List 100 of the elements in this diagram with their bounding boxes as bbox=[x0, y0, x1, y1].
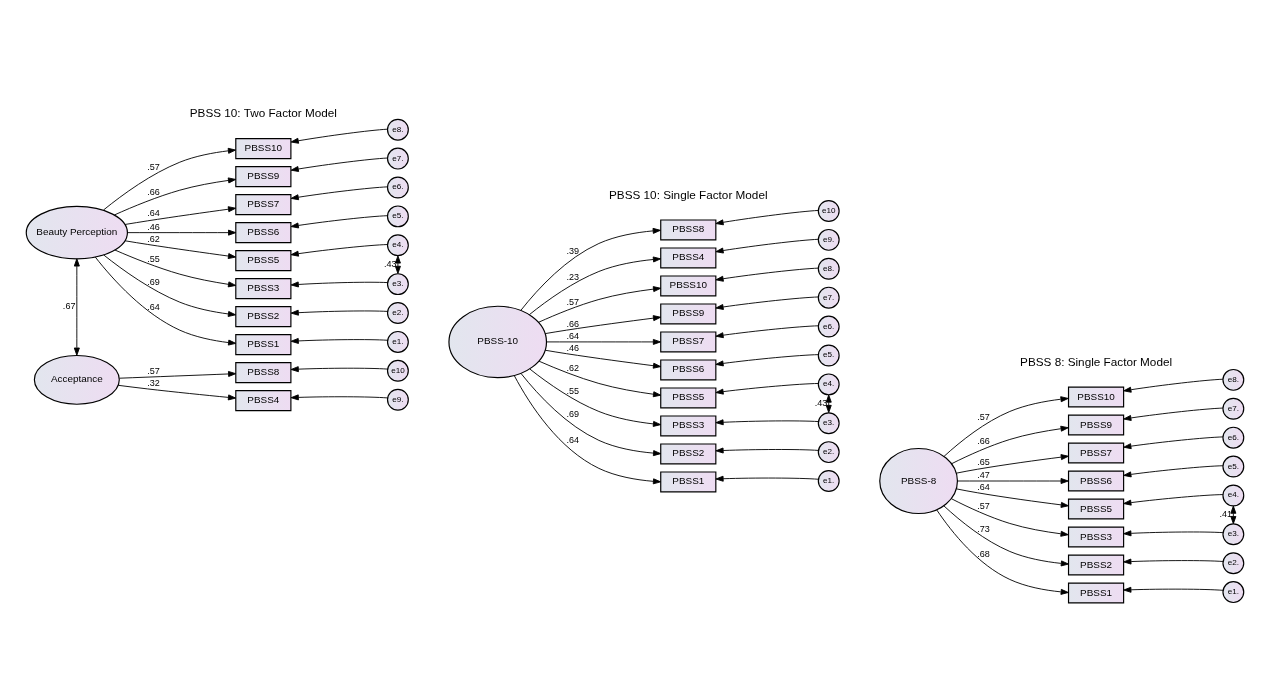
node-circle: e3. bbox=[817, 411, 840, 434]
node-box: PBSS6 bbox=[1067, 470, 1125, 492]
arrow bbox=[715, 418, 819, 425]
arrow bbox=[290, 281, 388, 287]
node-circle: e6. bbox=[1222, 426, 1245, 449]
edge-label: .57 bbox=[977, 411, 990, 422]
arrow bbox=[290, 128, 388, 144]
node-box: PBSS3 bbox=[660, 414, 717, 436]
edge-label: .57 bbox=[566, 296, 579, 307]
label: PBSS 10: Single Factor Model bbox=[609, 187, 768, 201]
node-box: PBSS6 bbox=[235, 221, 292, 243]
arrow bbox=[936, 508, 1069, 595]
node-box: PBSS7 bbox=[660, 330, 717, 352]
arrow bbox=[94, 256, 237, 346]
label: PBSS 10: Two Factor Model bbox=[189, 105, 337, 119]
node-box: PBSS5 bbox=[1067, 498, 1125, 520]
edge-label: .55 bbox=[147, 253, 160, 264]
node-circle: e8. bbox=[1222, 368, 1245, 391]
node-circle: e1. bbox=[386, 330, 409, 353]
node-box: PBSS3 bbox=[235, 277, 292, 299]
node-box: PBSS2 bbox=[1067, 554, 1125, 576]
node-box: PBSS5 bbox=[235, 249, 292, 271]
node-circle: e10 bbox=[386, 359, 409, 382]
arrow bbox=[118, 370, 237, 379]
edge-label: .66 bbox=[566, 318, 579, 329]
node-circle: e9. bbox=[817, 228, 840, 251]
edge-label: .64 bbox=[977, 481, 990, 492]
edge-label: .46 bbox=[147, 221, 160, 232]
arrow bbox=[715, 447, 819, 453]
node-circle: e9. bbox=[386, 388, 409, 411]
arrow bbox=[103, 253, 237, 317]
arrow bbox=[290, 185, 388, 200]
edge-label: .41 bbox=[1219, 508, 1232, 519]
arrow bbox=[715, 267, 819, 282]
arrow bbox=[1123, 435, 1224, 449]
node-box: PBSS5 bbox=[660, 386, 717, 408]
edge-label: .67 bbox=[62, 300, 76, 311]
arrow bbox=[290, 309, 388, 316]
node-ellipse: PBSS-8 bbox=[879, 447, 958, 514]
edge-label: .73 bbox=[977, 523, 990, 534]
edge-label: .39 bbox=[566, 245, 579, 256]
arrow bbox=[715, 324, 819, 338]
arrow bbox=[951, 497, 1069, 537]
node-ellipse: Acceptance bbox=[33, 354, 120, 405]
arrow bbox=[1123, 529, 1224, 536]
edge-label: .57 bbox=[147, 365, 160, 376]
arrow bbox=[538, 285, 662, 323]
arrow bbox=[290, 365, 388, 372]
arrow bbox=[544, 314, 662, 334]
arrow bbox=[103, 147, 237, 210]
arrow bbox=[957, 477, 1069, 484]
arrow bbox=[290, 214, 388, 228]
node-box: PBSS4 bbox=[660, 246, 717, 268]
arrow bbox=[290, 337, 388, 344]
edge-label: .57 bbox=[147, 161, 160, 172]
arrow bbox=[538, 360, 662, 397]
node-circle: e7. bbox=[817, 286, 840, 309]
arrow bbox=[1123, 558, 1224, 565]
node-circle: e6. bbox=[817, 315, 840, 338]
node-circle: e2. bbox=[1222, 551, 1245, 574]
node-circle: e1. bbox=[1222, 580, 1245, 603]
arrow bbox=[715, 296, 819, 310]
arrow bbox=[951, 425, 1069, 464]
node-circle: e6. bbox=[386, 176, 409, 198]
node-box: PBSS2 bbox=[660, 442, 717, 464]
edge-label: .57 bbox=[977, 500, 990, 511]
edge-label: .23 bbox=[566, 271, 579, 282]
arrow bbox=[118, 384, 237, 400]
node-box: PBSS10 bbox=[1067, 386, 1125, 408]
edge-label: .43 bbox=[814, 397, 828, 408]
node-box: PBSS8 bbox=[235, 361, 292, 383]
node-circle: e5. bbox=[386, 204, 409, 227]
node-circle: e7. bbox=[386, 147, 409, 170]
node-circle: e4. bbox=[1222, 484, 1245, 506]
arrow bbox=[1123, 464, 1224, 477]
node-box: PBSS9 bbox=[660, 302, 717, 324]
arrow bbox=[520, 372, 662, 456]
node-circle: e2. bbox=[386, 301, 409, 324]
node-box: PBSS6 bbox=[660, 358, 717, 380]
edge-label: .55 bbox=[566, 385, 579, 396]
arrow bbox=[124, 239, 237, 259]
node-circle: e4. bbox=[817, 372, 840, 395]
edge-label: .69 bbox=[147, 276, 160, 287]
arrow bbox=[529, 368, 662, 427]
edge-label: .47 bbox=[977, 469, 990, 480]
node-box: PBSS10 bbox=[660, 274, 717, 296]
arrow bbox=[715, 475, 819, 482]
label: PBSS 8: Single Factor Model bbox=[1020, 354, 1173, 368]
arrow bbox=[715, 238, 819, 253]
edge-label: .66 bbox=[147, 186, 160, 197]
edge-label: .62 bbox=[566, 362, 579, 373]
node-box: PBSS10 bbox=[235, 137, 292, 159]
node-box: PBSS2 bbox=[235, 305, 292, 327]
arrow bbox=[113, 176, 237, 215]
node-box: PBSS7 bbox=[235, 193, 292, 215]
arrow bbox=[290, 157, 388, 172]
arrow bbox=[544, 349, 662, 369]
node-circle: e10 bbox=[817, 199, 840, 222]
edge-label: .32 bbox=[147, 377, 160, 388]
node-box: PBSS9 bbox=[235, 165, 292, 187]
